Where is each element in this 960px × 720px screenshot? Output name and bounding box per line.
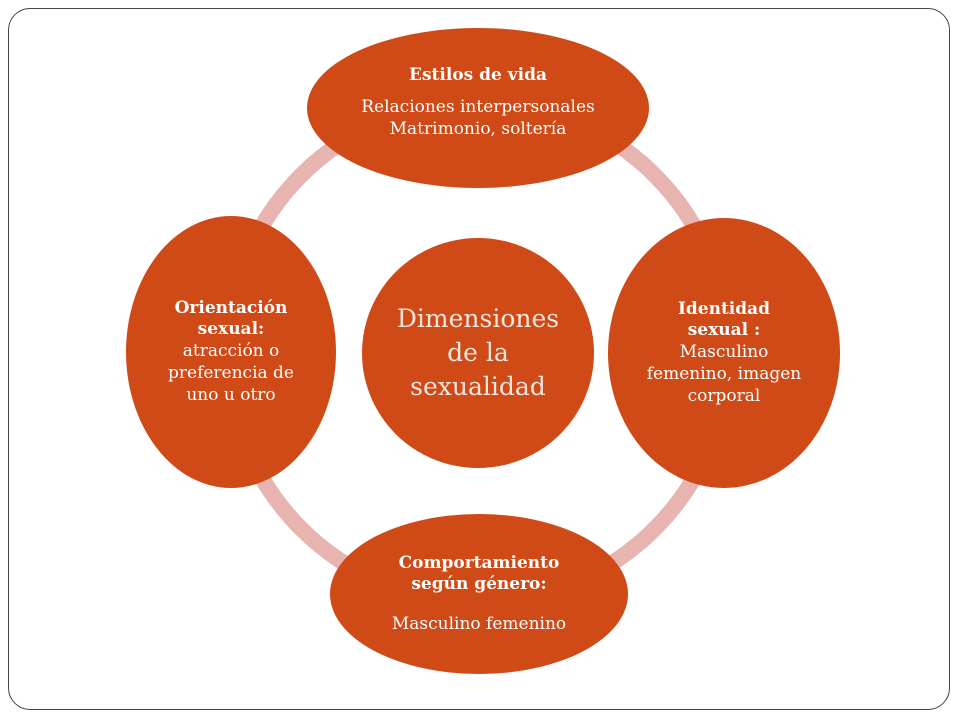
node-orientacion-sexual: Orientación sexual: atracción o preferen…: [126, 216, 336, 488]
node-identidad-sexual: Identidad sexual : Masculino femenino, i…: [608, 218, 840, 488]
node-left-title-1: Orientación: [174, 298, 288, 318]
node-left-line-3: uno u otro: [186, 385, 276, 405]
node-comportamiento-genero: Comportamiento según género: Masculino f…: [330, 514, 628, 674]
node-bottom-title-2: según género:: [411, 574, 547, 594]
node-right-line-1: Masculino: [679, 342, 769, 362]
node-top-line-2: Matrimonio, soltería: [389, 118, 567, 139]
node-bottom-title-1: Comportamiento: [398, 553, 560, 573]
node-right-title-2: sexual :: [687, 320, 761, 340]
node-left-line-2: preferencia de: [168, 363, 294, 383]
node-estilos-de-vida: Estilos de vida Relaciones interpersonal…: [307, 28, 649, 188]
center-line-3: sexualidad: [410, 372, 546, 401]
node-left-line-1: atracción o: [182, 341, 280, 361]
center-line-2: de la: [447, 338, 509, 367]
node-bottom-line-1: Masculino femenino: [391, 614, 567, 634]
node-left-title-2: sexual:: [197, 319, 265, 339]
node-right-line-2: femenino, imagen: [646, 364, 802, 384]
node-right-title-1: Identidad: [677, 299, 771, 319]
center-node: Dimensiones de la sexualidad: [362, 238, 594, 468]
node-right-line-3: corporal: [687, 386, 761, 406]
node-top-title: Estilos de vida: [409, 64, 547, 85]
center-line-1: Dimensiones: [396, 304, 560, 333]
node-top-line-1: Relaciones interpersonales: [361, 96, 595, 117]
